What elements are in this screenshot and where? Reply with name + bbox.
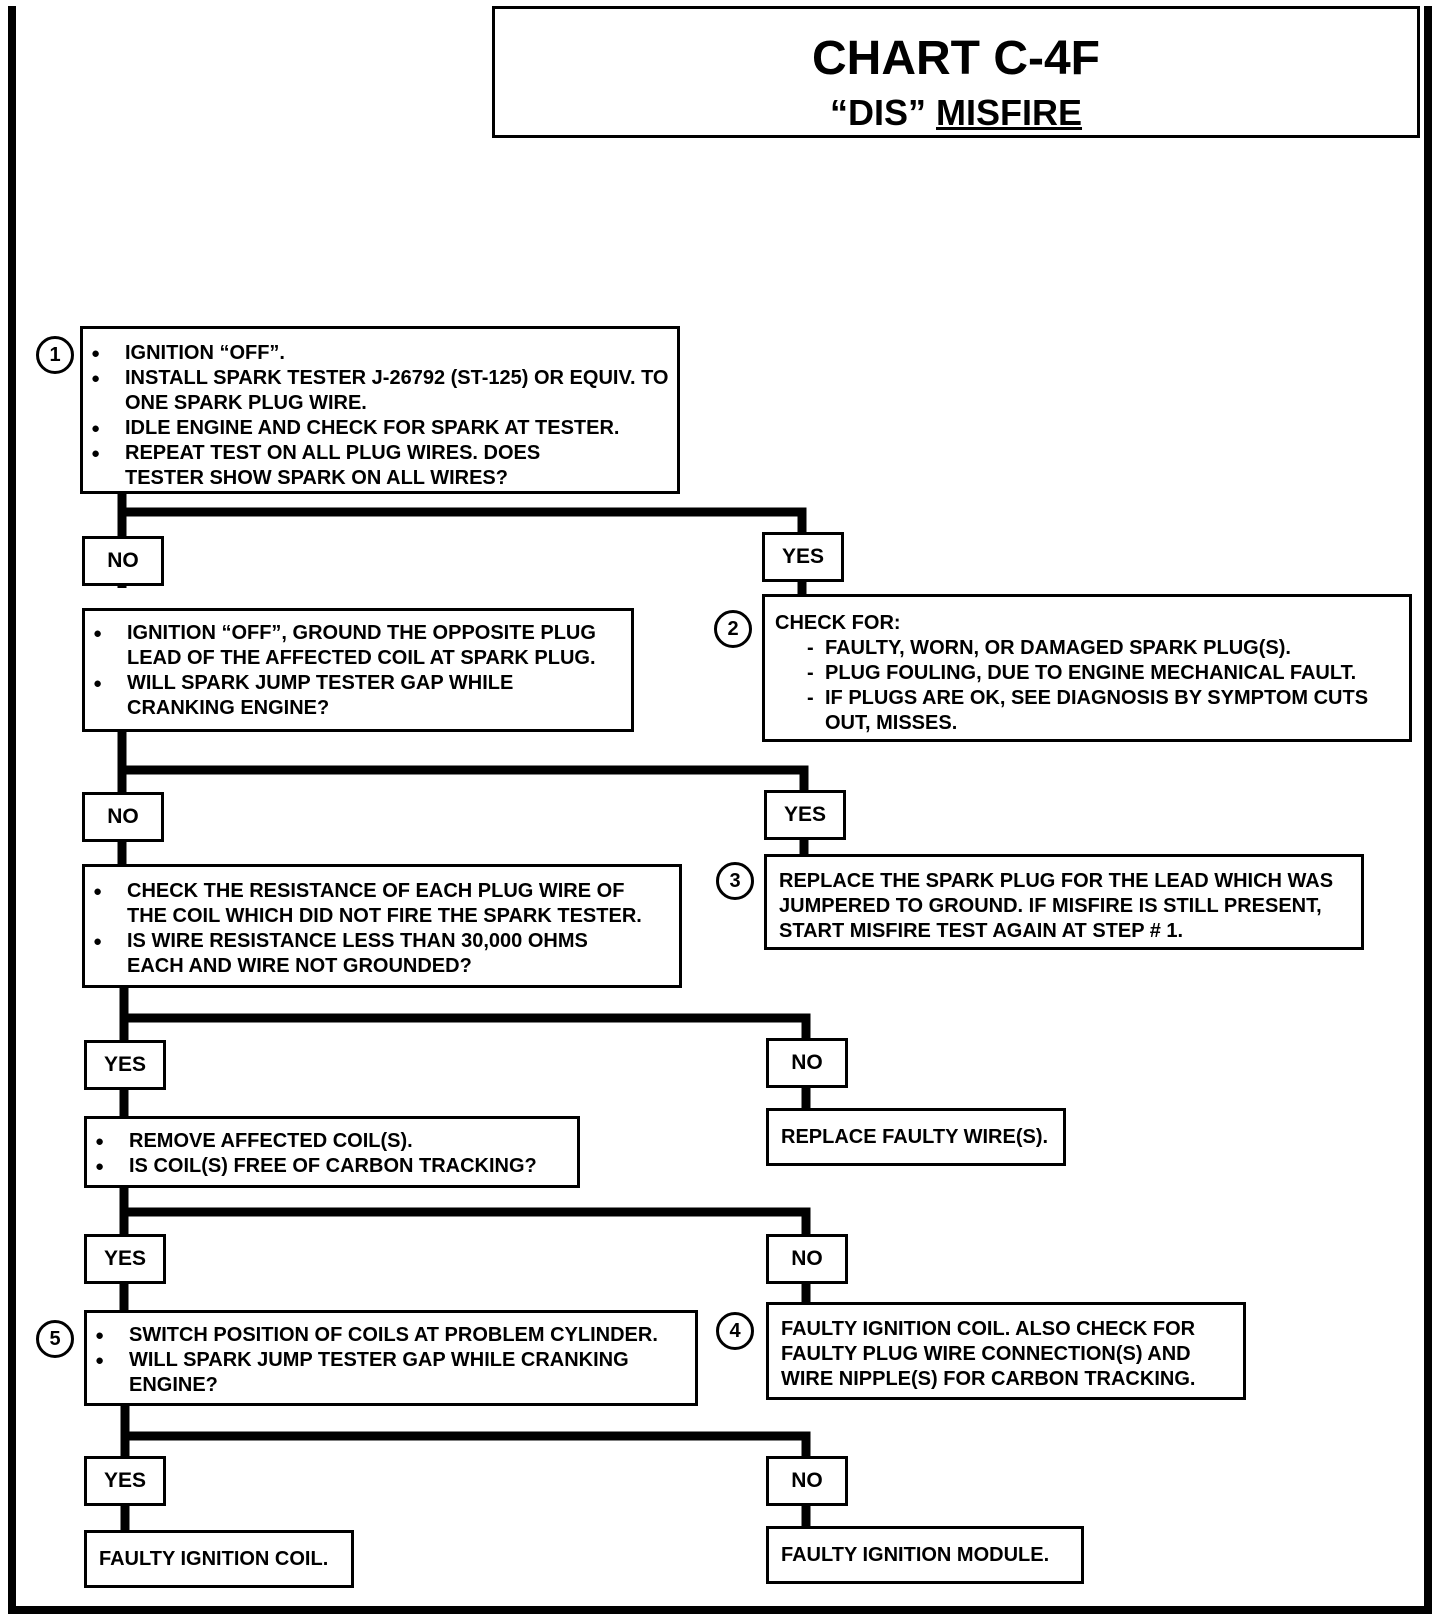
page-frame [8,6,1432,1614]
branch5-no-label: NO [766,1456,848,1506]
replace-wire-text: REPLACE FAULTY WIRE(S). [781,1126,1049,1148]
connector-2 [117,730,809,868]
connector-1 [117,494,807,588]
step-number-5: 5 [36,1320,74,1358]
branch4-yes-label: YES [84,1234,166,1284]
subtitle-quoted: “DIS” [829,92,926,133]
step-number-4: 4 [716,1312,754,1350]
step5-line: SWITCH POSITION OF COILS AT PROBLEM CYLI… [87,1323,695,1348]
resistance-check-box: CHECK THE RESISTANCE OF EACH PLUG WIRE O… [82,864,682,988]
step-number-1: 1 [36,336,74,374]
step-number-3: 3 [716,862,754,900]
result-coil-box: FAULTY IGNITION COIL. [84,1530,354,1588]
result-module-box: FAULTY IGNITION MODULE. [766,1526,1084,1584]
connector-3 [119,986,811,1118]
branch3-yes-label: YES [84,1040,166,1090]
step5-line: WILL SPARK JUMP TESTER GAP WHILE CRANKIN… [87,1348,695,1398]
subtitle-underlined: MISFIRE [936,92,1083,133]
resistance-check-line: IS WIRE RESISTANCE LESS THAN 30,000 OHMS… [85,929,679,979]
step2-box: CHECK FOR: FAULTY, WORN, OR DAMAGED SPAR… [762,594,1412,742]
connector-4 [119,1186,811,1312]
branch4-no-label: NO [766,1234,848,1284]
step4-text: FAULTY IGNITION COIL. ALSO CHECK FOR FAU… [781,1318,1196,1390]
branch1-no-label: NO [82,536,164,586]
coil-check-line: IS COIL(S) FREE OF CARBON TRACKING? [87,1154,577,1179]
step1-line: IGNITION “OFF”. [83,341,677,366]
step1-line: INSTALL SPARK TESTER J-26792 (ST-125) OR… [83,366,677,416]
step2-item: PLUG FOULING, DUE TO ENGINE MECHANICAL F… [765,661,1409,686]
resistance-check-line: CHECK THE RESISTANCE OF EACH PLUG WIRE O… [85,879,679,929]
branch3-no-label: NO [766,1038,848,1088]
step2-item: IF PLUGS ARE OK, SEE DIAGNOSIS BY SYMPTO… [765,686,1409,736]
ground-test-line: WILL SPARK JUMP TESTER GAP WHILE CRANKIN… [85,671,631,721]
step1-line: REPEAT TEST ON ALL PLUG WIRES. DOES TEST… [83,441,677,491]
ground-test-box: IGNITION “OFF”, GROUND THE OPPOSITE PLUG… [82,608,634,732]
branch5-yes-label: YES [84,1456,166,1506]
result-module-text: FAULTY IGNITION MODULE. [781,1544,1050,1566]
chart-id: CHART C-4F [812,32,1100,85]
step5-box: SWITCH POSITION OF COILS AT PROBLEM CYLI… [84,1310,698,1406]
step3-box: REPLACE THE SPARK PLUG FOR THE LEAD WHIC… [764,854,1364,950]
result-coil-text: FAULTY IGNITION COIL. [99,1548,329,1570]
replace-wire-box: REPLACE FAULTY WIRE(S). [766,1108,1066,1166]
connector-5 [120,1404,811,1532]
step3-text: REPLACE THE SPARK PLUG FOR THE LEAD WHIC… [779,870,1334,942]
step1-line: IDLE ENGINE AND CHECK FOR SPARK AT TESTE… [83,416,677,441]
branch1-yes-label: YES [762,532,844,582]
step4-box: FAULTY IGNITION COIL. ALSO CHECK FOR FAU… [766,1302,1246,1400]
step1-box: IGNITION “OFF”. INSTALL SPARK TESTER J-2… [80,326,680,494]
branch2-yes-label: YES [764,790,846,840]
coil-check-box: REMOVE AFFECTED COIL(S). IS COIL(S) FREE… [84,1116,580,1188]
title-block: CHART C-4F “DIS” MISFIRE [492,6,1420,138]
chart-subtitle: “DIS” MISFIRE [495,91,1417,135]
step-number-2: 2 [714,610,752,648]
coil-check-line: REMOVE AFFECTED COIL(S). [87,1129,577,1154]
ground-test-line: IGNITION “OFF”, GROUND THE OPPOSITE PLUG… [85,621,631,671]
branch2-no-label: NO [82,792,164,842]
step2-item: FAULTY, WORN, OR DAMAGED SPARK PLUG(S). [765,636,1409,661]
step2-heading: CHECK FOR: [775,612,901,634]
